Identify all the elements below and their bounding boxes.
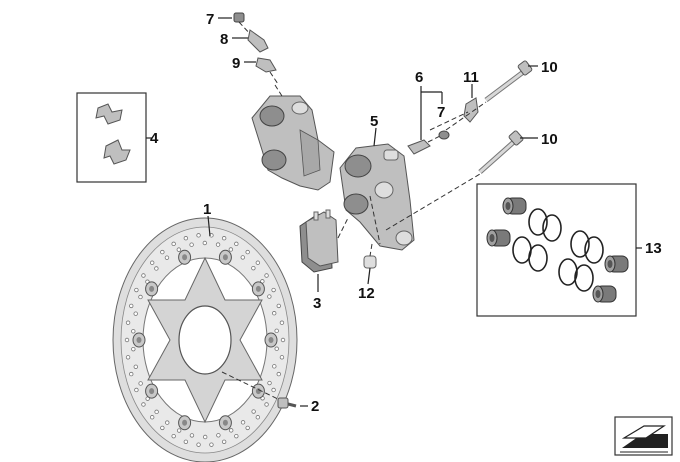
callout-bleed-valve-right: 6 xyxy=(415,69,423,86)
view-direction-icon xyxy=(614,416,673,456)
callout-valve-left: 8 xyxy=(220,31,228,48)
bleed-parts-right xyxy=(407,130,450,155)
callout-caliper-right: 5 xyxy=(370,113,378,130)
brake-pads xyxy=(299,209,339,273)
callout-bolt: 2 xyxy=(311,398,319,415)
callout-cap-left: 7 xyxy=(206,11,214,28)
callout-brake-pads: 3 xyxy=(313,295,321,312)
callout-disc: 1 xyxy=(203,201,211,218)
callout-seal-kit: 13 xyxy=(645,240,662,257)
callout-cap-right: 7 xyxy=(437,104,445,121)
mounting-bolt-lower xyxy=(385,130,524,231)
callout-mounting-bolt-lower: 10 xyxy=(541,131,558,148)
callout-sleeve: 12 xyxy=(358,285,375,302)
caliper-right xyxy=(339,143,415,251)
callouts: 7 8 9 4 1 2 3 5 6 7 11 10 10 12 13 xyxy=(150,11,662,415)
bleed-parts-left xyxy=(233,12,279,85)
disc-bolt xyxy=(221,371,297,409)
sleeve xyxy=(363,243,377,269)
callout-clip: 11 xyxy=(463,69,479,86)
leader-lines xyxy=(207,17,538,407)
callout-mounting-bolt-top: 10 xyxy=(541,59,558,76)
brake-disc xyxy=(112,217,298,462)
callout-pad-springs: 4 xyxy=(150,130,159,147)
caliper-left xyxy=(251,84,335,191)
seal-kit-box xyxy=(476,183,642,317)
mounting-bolt-top xyxy=(445,60,533,131)
pad-spring-box xyxy=(76,92,152,183)
clip xyxy=(429,97,479,131)
callout-bleed-screw-left: 9 xyxy=(232,55,240,72)
